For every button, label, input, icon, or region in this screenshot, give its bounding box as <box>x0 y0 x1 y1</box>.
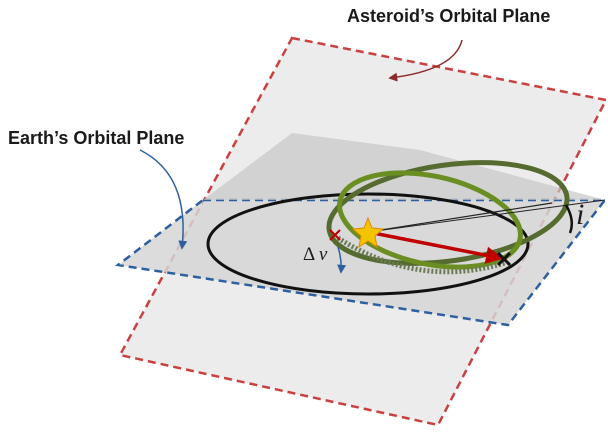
earth-orbit <box>206 192 530 296</box>
star-icon <box>351 216 385 249</box>
delta-v-arrow <box>337 246 347 274</box>
delta-symbol: Δ <box>303 244 315 265</box>
plane-intersection-shade <box>203 133 605 200</box>
asteroid-orbit-outer <box>326 160 570 266</box>
earth-plane-label: Earth’s Orbital Plane <box>8 128 185 148</box>
inclination-label: i <box>576 198 585 231</box>
transfer-vector <box>367 230 504 264</box>
node-line <box>367 202 553 233</box>
asteroid-plane-label: Asteroid’s Orbital Plane <box>347 6 551 26</box>
arrival-marker-icon <box>496 251 512 267</box>
delta-v-label: Δ v <box>303 244 327 266</box>
inclination-arc <box>564 204 574 234</box>
velocity-symbol: v <box>318 244 328 265</box>
asteroid-orbit-inner <box>337 170 523 270</box>
earth-label-arrow <box>139 149 188 250</box>
asteroid-label-arrow <box>388 39 463 82</box>
departure-marker-icon <box>329 229 341 241</box>
asteroid-orbit-lower-dotted <box>336 235 509 275</box>
